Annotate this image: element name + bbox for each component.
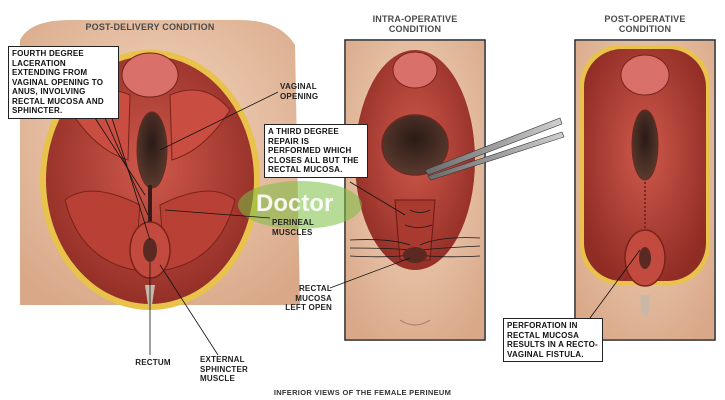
middle-rectal-mucosa <box>403 247 427 263</box>
middle-panel-illustration <box>344 39 486 341</box>
label-rectal-mucosa-left-open: RECTAL MUCOSA LEFT OPEN <box>285 284 332 312</box>
label-fourth-degree-laceration: FOURTH DEGREE LACERATION EXTENDING FROM … <box>8 46 119 119</box>
right-labia <box>620 54 670 96</box>
middle-labia <box>392 51 438 89</box>
left-lower-left-muscle <box>64 190 141 271</box>
label-rectum: RECTUM <box>135 358 171 367</box>
label-vaginal-opening: VAGINAL OPENING <box>280 82 319 101</box>
watermark-text: Doctor <box>256 190 334 217</box>
middle-retracted-opening <box>381 114 449 176</box>
left-vaginal-opening <box>136 111 168 189</box>
right-coccyx <box>640 295 650 315</box>
forceps-icon <box>424 117 565 181</box>
right-anus <box>639 247 651 269</box>
middle-panel-title: INTRA-OPERATIVE CONDITION <box>372 14 458 34</box>
leader-lines <box>94 91 641 356</box>
left-upper-right-muscle <box>169 89 231 161</box>
right-vaginal-opening <box>631 109 659 181</box>
label-third-degree-repair: A THIRD DEGREE REPAIR IS PERFORMED WHICH… <box>264 124 368 178</box>
left-labia <box>121 52 179 98</box>
figure-caption: INFERIOR VIEWS OF THE FEMALE PERINEUM <box>273 388 452 397</box>
left-anus <box>143 238 157 262</box>
label-external-sphincter-muscle: EXTERNAL SPHINCTER MUSCLE <box>200 355 249 383</box>
label-perineal-muscles: PERINEAL MUSCLES <box>272 218 314 237</box>
middle-crease <box>399 319 431 326</box>
label-perforation-fistula: PERFORATION IN RECTAL MUCOSA RESULTS IN … <box>503 318 603 362</box>
left-panel-title: POST-DELIVERY CONDITION <box>85 22 215 32</box>
right-panel-title: POST-OPERATIVE CONDITION <box>604 14 686 34</box>
watermark-logo <box>238 181 362 229</box>
right-panel-illustration <box>574 39 716 341</box>
